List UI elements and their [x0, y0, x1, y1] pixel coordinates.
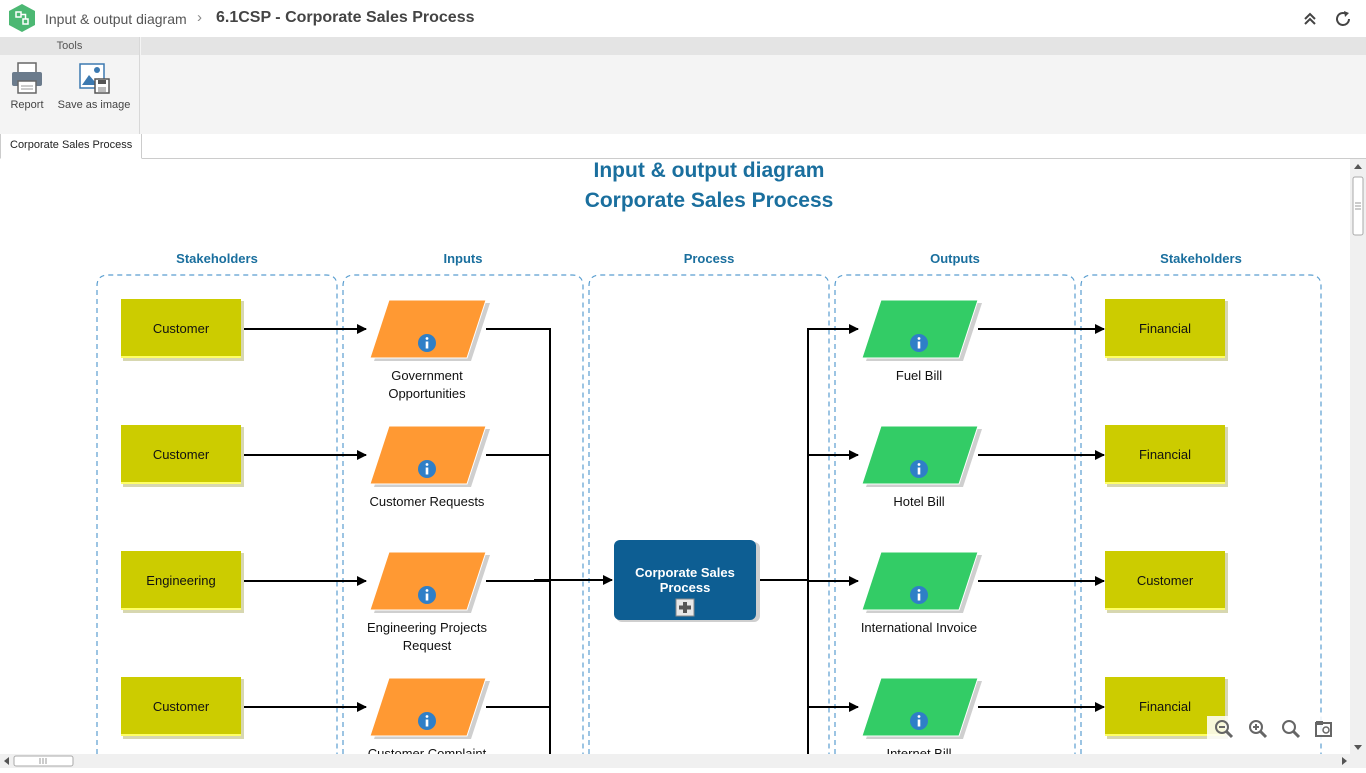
zoom-out-icon[interactable] — [1214, 719, 1234, 739]
breadcrumb-parent[interactable]: Input & output diagram — [45, 11, 187, 27]
stakeholder-box[interactable]: Customer — [121, 425, 244, 487]
lane-border — [834, 274, 1076, 754]
save-as-image-button[interactable]: Save as image — [56, 61, 132, 111]
diagram-title: Input & output diagram — [594, 159, 825, 182]
input-shape[interactable]: Customer Requests — [369, 425, 490, 509]
lane-header: Stakeholders — [176, 251, 258, 266]
shape-label: Customer Requests — [370, 494, 485, 509]
shape-label: Internet Bill — [886, 746, 951, 754]
horizontal-scrollbar-track — [4, 755, 1347, 767]
diagram-subtitle: Corporate Sales Process — [585, 189, 834, 212]
info-icon[interactable] — [418, 712, 436, 730]
lane-border — [1080, 274, 1322, 754]
scroll-down-icon[interactable] — [1354, 745, 1362, 750]
tools-group: Tools Report Save as image — [0, 37, 140, 134]
expand-icon[interactable] — [675, 598, 695, 617]
scroll-right-icon[interactable] — [1342, 757, 1347, 765]
overview-icon[interactable] — [1314, 719, 1334, 739]
page-title: 6.1CSP - Corporate Sales Process — [216, 9, 475, 26]
output-shape[interactable]: International Invoice — [861, 551, 982, 635]
scroll-up-icon[interactable] — [1354, 164, 1362, 169]
lane-border — [96, 274, 338, 754]
lane-header: Stakeholders — [1160, 251, 1242, 266]
info-icon[interactable] — [418, 586, 436, 604]
output-shape[interactable]: Hotel Bill — [861, 425, 982, 509]
stakeholder-box[interactable]: Customer — [121, 677, 244, 739]
process-label: Process — [660, 580, 711, 595]
save-as-image-label: Save as image — [57, 99, 131, 111]
info-icon[interactable] — [910, 334, 928, 352]
stakeholder-label: Customer — [153, 447, 210, 462]
stakeholder-box[interactable]: Financial — [1105, 425, 1228, 487]
report-button[interactable]: Report — [8, 61, 46, 111]
vertical-scrollbar[interactable] — [1350, 159, 1366, 754]
collapse-icon[interactable] — [1300, 9, 1320, 29]
shape-label: Hotel Bill — [893, 494, 944, 509]
tab-bar: Corporate Sales Process — [0, 134, 1366, 159]
top-bar: Input & output diagram › 6.1CSP - Corpor… — [0, 0, 1366, 37]
lane-header: Process — [684, 251, 735, 266]
horizontal-scrollbar[interactable] — [0, 754, 1366, 768]
refresh-icon[interactable] — [1333, 9, 1353, 29]
shape-label: Customer Complaint — [368, 746, 487, 754]
stakeholder-label: Customer — [153, 699, 210, 714]
shape-label: Request — [403, 638, 452, 653]
stakeholder-label: Financial — [1139, 699, 1191, 714]
vertical-scrollbar-track — [1352, 164, 1364, 750]
lane-border — [342, 274, 584, 754]
stakeholder-box[interactable]: Customer — [1105, 551, 1228, 613]
stakeholder-label: Customer — [1137, 573, 1194, 588]
info-icon[interactable] — [910, 586, 928, 604]
shape-label: International Invoice — [861, 620, 977, 635]
shape-label: Fuel Bill — [896, 368, 942, 383]
stakeholder-label: Financial — [1139, 321, 1191, 336]
info-icon[interactable] — [910, 460, 928, 478]
shape-label: Opportunities — [388, 386, 466, 401]
printer-icon — [12, 62, 42, 94]
lane-header: Inputs — [444, 251, 483, 266]
zoom-controls — [1207, 716, 1345, 742]
lane-header: Outputs — [930, 251, 980, 266]
shape-label: Engineering Projects — [367, 620, 487, 635]
zoom-fit-icon[interactable] — [1281, 719, 1301, 739]
lane-border — [588, 274, 830, 754]
stakeholder-box[interactable]: Financial — [1105, 677, 1228, 739]
tools-group-label: Tools — [0, 37, 139, 55]
info-icon[interactable] — [418, 334, 436, 352]
image-save-icon — [79, 63, 110, 94]
input-shape[interactable]: Customer Complaint — [368, 677, 490, 754]
scroll-left-icon[interactable] — [4, 757, 9, 765]
report-label: Report — [10, 99, 44, 111]
toolbar: Tools Report Save as image — [0, 37, 1366, 135]
stakeholder-box[interactable]: Customer — [121, 299, 244, 361]
zoom-in-icon[interactable] — [1248, 719, 1268, 739]
info-icon[interactable] — [418, 460, 436, 478]
process-label: Corporate Sales — [635, 565, 735, 580]
info-icon[interactable] — [910, 712, 928, 730]
stakeholder-box[interactable]: Engineering — [121, 551, 244, 613]
breadcrumb-separator-icon: › — [197, 9, 202, 26]
app-logo-icon — [9, 4, 35, 32]
toolbar-header-filler — [141, 37, 1366, 55]
shape-label: Government — [391, 368, 463, 383]
stakeholder-box[interactable]: Financial — [1105, 299, 1228, 361]
stakeholder-label: Financial — [1139, 447, 1191, 462]
tab-corporate-sales-process[interactable]: Corporate Sales Process — [0, 134, 143, 159]
output-shape[interactable]: Internet Bill — [861, 677, 982, 754]
output-shape[interactable]: Fuel Bill — [861, 299, 982, 383]
stakeholder-label: Engineering — [146, 573, 215, 588]
stakeholder-label: Customer — [153, 321, 210, 336]
